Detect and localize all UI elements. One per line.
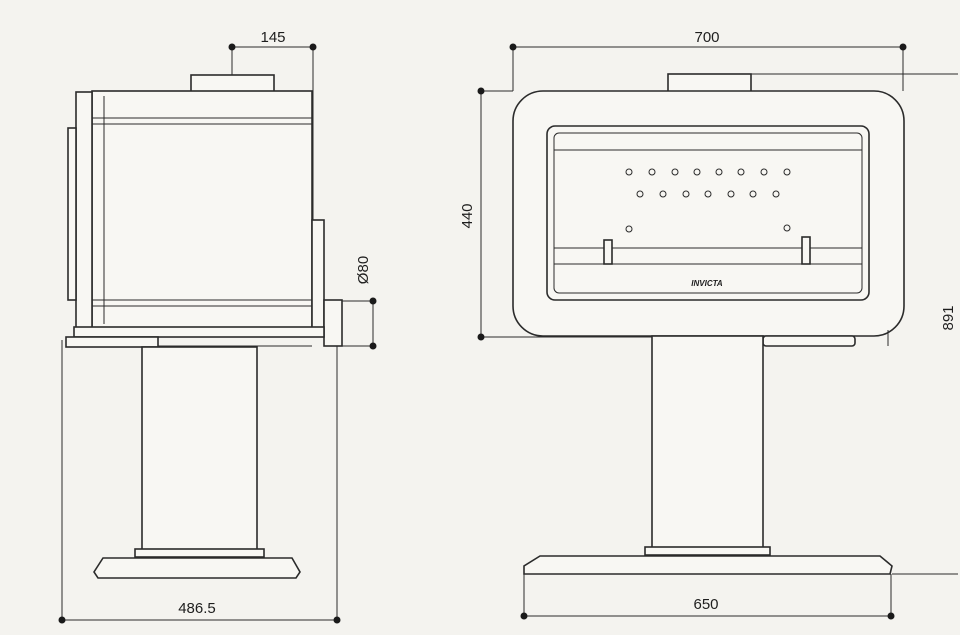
dim-flue-diameter: Ø80 xyxy=(355,256,372,284)
front-pedestal-collar xyxy=(644,546,771,556)
side-door-handle xyxy=(67,127,77,301)
side-pedestal xyxy=(141,346,258,551)
side-door-frame xyxy=(75,91,93,333)
air-hole xyxy=(648,168,656,176)
front-flue-collar xyxy=(667,73,752,93)
dim-flue-offset: 145 xyxy=(260,29,285,46)
air-hole xyxy=(636,190,644,198)
dim-dot xyxy=(369,342,377,350)
air-hole xyxy=(783,168,791,176)
air-hole xyxy=(682,190,690,198)
front-log-retainer-right xyxy=(801,236,811,265)
side-bottom-plate xyxy=(73,326,325,338)
dim-total-height: 891 xyxy=(940,305,957,330)
dim-dot xyxy=(333,616,341,624)
dim-dot xyxy=(509,43,517,51)
front-log-retainer-left xyxy=(603,239,613,265)
front-pedestal xyxy=(651,335,764,549)
dim-dot xyxy=(477,87,485,95)
front-logo: INVICTA xyxy=(691,279,723,288)
side-body xyxy=(91,90,313,329)
front-door xyxy=(546,125,870,301)
front-base xyxy=(523,555,893,575)
front-air-holes xyxy=(625,168,791,233)
dim-dot xyxy=(58,616,66,624)
front-ash-tray xyxy=(762,335,856,347)
side-view: 145 Ø80 486.5 xyxy=(58,29,377,624)
dim-dot xyxy=(520,612,528,620)
air-hole xyxy=(783,224,791,232)
dim-width: 700 xyxy=(694,29,719,46)
air-hole xyxy=(625,168,633,176)
air-hole xyxy=(760,168,768,176)
air-hole xyxy=(715,168,723,176)
front-door-glass xyxy=(553,132,863,294)
side-ash-tray xyxy=(65,336,159,348)
air-hole xyxy=(693,168,701,176)
air-hole xyxy=(671,168,679,176)
dim-dot xyxy=(309,43,317,51)
air-hole xyxy=(749,190,757,198)
dim-base-width: 650 xyxy=(693,596,718,613)
front-view: INVICTA 700 440 891 650 xyxy=(459,29,958,620)
air-hole xyxy=(727,190,735,198)
dim-dot xyxy=(887,612,895,620)
dim-dot xyxy=(899,43,907,51)
side-pedestal-collar xyxy=(134,548,265,558)
dim-dot xyxy=(477,333,485,341)
dim-body-height: 440 xyxy=(459,203,476,228)
side-base xyxy=(93,557,301,579)
dim-depth: 486.5 xyxy=(178,600,216,617)
side-flue-collar xyxy=(190,74,275,93)
dim-dot xyxy=(369,297,377,305)
air-hole xyxy=(772,190,780,198)
air-hole xyxy=(704,190,712,198)
air-hole xyxy=(625,225,633,233)
side-rear-outlet xyxy=(311,219,325,329)
air-hole xyxy=(659,190,667,198)
dim-dot xyxy=(228,43,236,51)
side-rear-spigot xyxy=(323,299,343,347)
air-hole xyxy=(737,168,745,176)
